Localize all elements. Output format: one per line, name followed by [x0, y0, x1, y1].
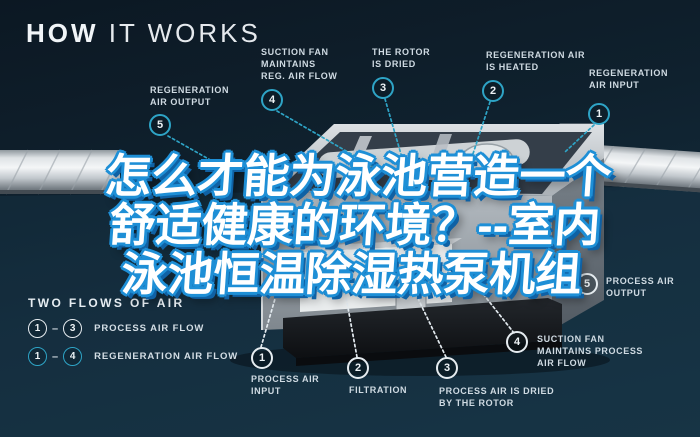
- process-step-5-circle: 5: [576, 273, 598, 295]
- legend-dash: –: [52, 322, 59, 335]
- label-rotor-is-dried: THE ROTOR IS DRIED: [372, 47, 431, 69]
- headline-line-3: 泳池恒温除湿热泵机组: [119, 247, 584, 300]
- regeneration-step-1-circle: 1: [588, 103, 610, 125]
- legend-row-process: 1 – 3 PROCESS AIR FLOW: [28, 319, 238, 338]
- legend-process-label: PROCESS AIR FLOW: [94, 323, 205, 334]
- legend-process-to-circle: 3: [63, 319, 83, 338]
- chinese-headline-overlay: 怎么才能为泳池营造一个 舒适健康的环境？--室内 泳池恒温除湿热泵机组: [75, 150, 635, 300]
- regeneration-step-3-circle: 3: [372, 77, 394, 99]
- page-title: HOW IT WORKS: [26, 18, 261, 49]
- title-light: IT WORKS: [108, 18, 261, 48]
- legend-dash: –: [52, 350, 59, 363]
- headline-line-2: 舒适健康的环境？--室内: [107, 198, 603, 251]
- left-duct-pipe: [0, 149, 121, 195]
- legend-regeneration-from-circle: 1: [28, 347, 47, 366]
- process-leader-lines: [260, 252, 583, 358]
- label-filtration: FILTRATION: [349, 385, 408, 395]
- regeneration-step-4-circle: 4: [261, 89, 283, 111]
- process-step-3-circle: 3: [436, 357, 458, 379]
- process-step-1-circle: 1: [251, 347, 273, 369]
- label-process-air-output: PROCESS AIR OUTPUT: [606, 276, 675, 298]
- label-regeneration-air-heated: REGENERATION AIR IS HEATED: [486, 50, 586, 72]
- process-step-2-circle: 2: [347, 357, 369, 379]
- unit-base: [283, 298, 562, 358]
- headline-line-1: 怎么才能为泳池营造一个: [103, 150, 614, 202]
- process-step-4-circle: 4: [506, 331, 528, 353]
- label-regeneration-air-output: REGENERATION AIR OUTPUT: [150, 85, 230, 107]
- legend-process-from-circle: 1: [28, 319, 47, 338]
- label-process-air-input: PROCESS AIR INPUT: [251, 374, 320, 396]
- label-suction-fan-reg: SUCTION FAN MAINTAINS REG. AIR FLOW: [261, 47, 338, 81]
- legend-row-regeneration: 1 – 4 REGENERATION AIR FLOW: [28, 347, 238, 366]
- title-bold: HOW: [26, 18, 99, 48]
- legend-regeneration-label: REGENERATION AIR FLOW: [94, 351, 239, 362]
- label-process-air-dried: PROCESS AIR IS DRIED BY THE ROTOR: [439, 386, 555, 408]
- label-suction-fan-process: SUCTION FAN MAINTAINS PROCESS AIR FLOW: [537, 334, 644, 368]
- legend-heading: TWO FLOWS OF AIR: [28, 296, 185, 310]
- regeneration-step-5-circle: 5: [149, 114, 171, 136]
- regeneration-step-2-circle: 2: [482, 80, 504, 102]
- regeneration-leader-lines: [167, 98, 595, 171]
- label-regeneration-air-input: REGENERATION AIR INPUT: [589, 68, 669, 90]
- legend-regeneration-to-circle: 4: [63, 347, 83, 366]
- legend-two-flows: TWO FLOWS OF AIR 1 – 3 PROCESS AIR FLOW …: [28, 296, 238, 366]
